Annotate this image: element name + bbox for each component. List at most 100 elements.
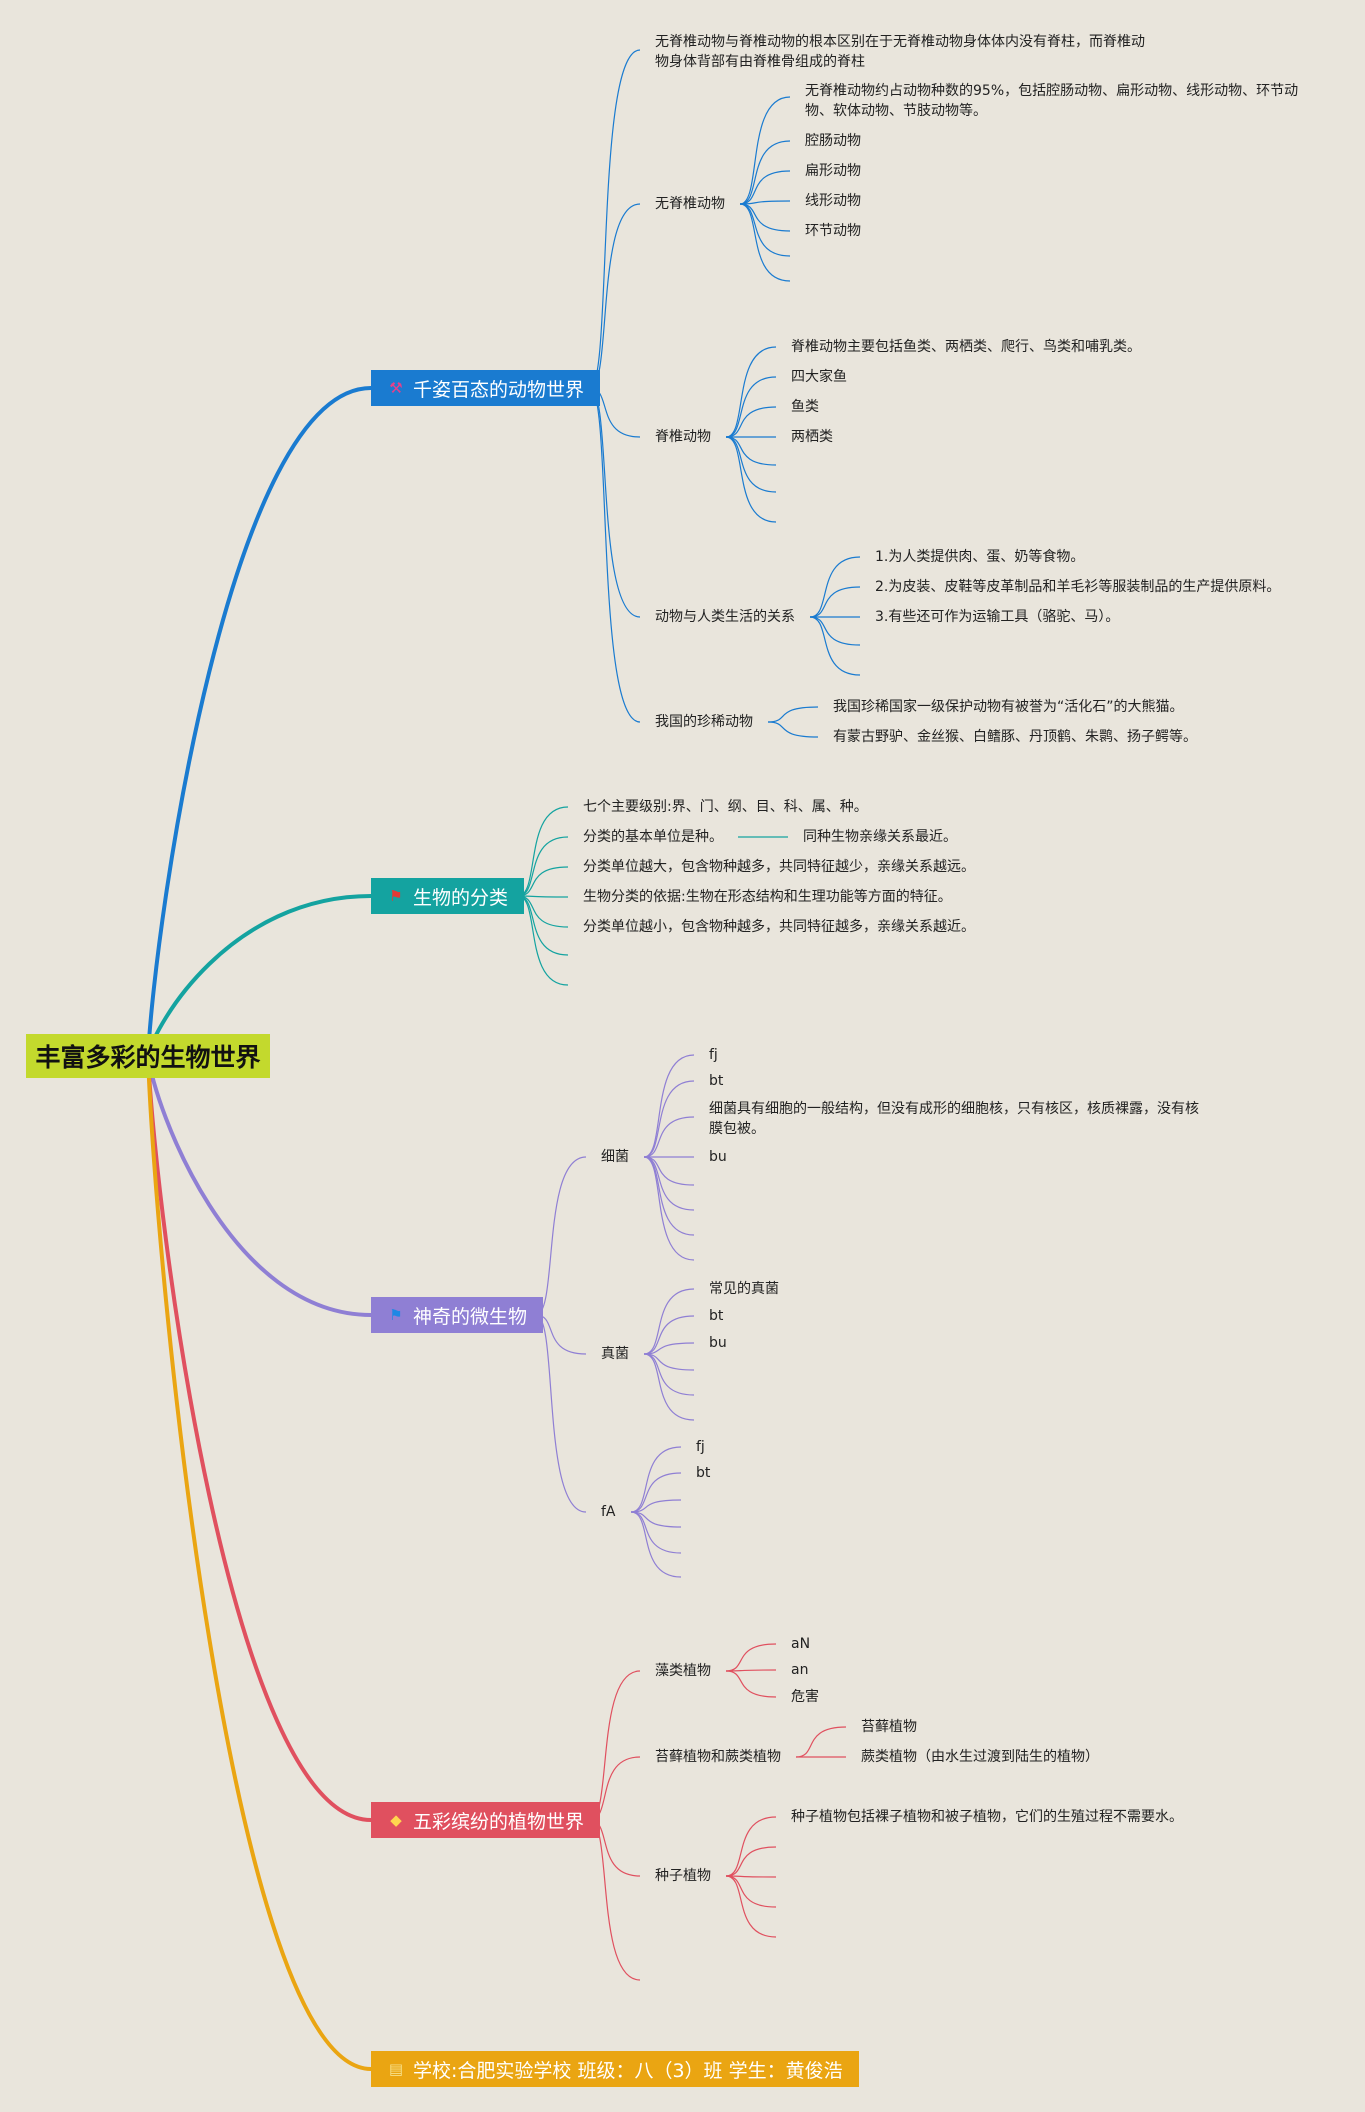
algae-item-1: an xyxy=(791,1662,809,1678)
fa-item-0: fj xyxy=(696,1439,705,1455)
root-to-microbes xyxy=(146,1055,372,1317)
bacteria-link-2 xyxy=(643,1116,695,1158)
bacteria-link-6 xyxy=(643,1156,695,1236)
fungi-item-1: bt xyxy=(709,1308,724,1324)
invertebrates-label[interactable]: 无脊椎动物 xyxy=(655,196,725,212)
human-relation-label[interactable]: 动物与人类生活的关系 xyxy=(655,609,795,625)
note-icon: ▤ xyxy=(388,2060,404,2078)
microbe-link-0 xyxy=(535,1156,587,1316)
branch-microbes[interactable]: ⚑ 神奇的微生物 xyxy=(371,1297,544,1333)
invert-link-0 xyxy=(739,96,791,205)
class-link-1 xyxy=(517,836,569,897)
root-node[interactable]: 丰富多彩的生物世界 xyxy=(26,1034,270,1078)
root-title: 丰富多彩的生物世界 xyxy=(35,1043,261,1072)
seed-link-1 xyxy=(725,1846,777,1877)
moss-fern-item-0: 苔藓植物 xyxy=(861,1719,917,1735)
vert-link-6 xyxy=(725,436,777,523)
seed-link-3 xyxy=(725,1875,777,1908)
rare-link-1 xyxy=(767,721,819,738)
fungi-label[interactable]: 真菌 xyxy=(601,1346,629,1362)
class-link-5 xyxy=(517,895,569,956)
flag-icon: ⚑ xyxy=(389,1306,403,1324)
branch-animals-title: 千姿百态的动物世界 xyxy=(413,378,585,401)
fungi-link-1 xyxy=(643,1315,695,1355)
algae-link-1 xyxy=(725,1669,777,1672)
animals-link-0 xyxy=(589,49,641,389)
invertebrates-item-2: 扁形动物 xyxy=(805,163,861,179)
invertebrates-item-0: 无脊椎动物约占动物种数的95%，包括腔肠动物、扁形动物、线形动物、环节动物、软体… xyxy=(805,83,1299,119)
bacteria-link-0 xyxy=(643,1054,695,1158)
animals-link-3 xyxy=(589,387,641,618)
vert-link-1 xyxy=(725,376,777,438)
human-relation-item-1: 2.为皮装、皮鞋等皮革制品和羊毛衫等服装制品的生产提供原料。 xyxy=(875,579,1281,595)
seed-link-0 xyxy=(725,1816,777,1877)
fa-link-1 xyxy=(630,1472,682,1513)
bacteria-item-0: fj xyxy=(709,1047,718,1063)
invert-link-6 xyxy=(739,203,791,282)
human-relation-item-2: 3.有些还可作为运输工具（骆驼、马）。 xyxy=(875,609,1120,625)
seed-item-0: 种子植物包括裸子植物和被子植物，它们的生殖过程不需要水。 xyxy=(791,1809,1183,1825)
branch-plants-title: 五彩缤纷的植物世界 xyxy=(413,1810,585,1833)
bacteria-item-3: bu xyxy=(709,1149,727,1165)
human-link-4 xyxy=(809,616,861,676)
invertebrates-item-3: 线形动物 xyxy=(805,193,861,209)
fa-link-3 xyxy=(630,1511,682,1528)
fungi-link-4 xyxy=(643,1353,695,1396)
seed-link-4 xyxy=(725,1875,777,1938)
invertebrates-item-1: 腔肠动物 xyxy=(805,133,861,149)
plants-link-0 xyxy=(589,1670,641,1821)
fungi-link-2 xyxy=(643,1342,695,1355)
moss-fern-label[interactable]: 苔藓植物和蕨类植物 xyxy=(655,1749,781,1765)
seed-link-2 xyxy=(725,1875,777,1878)
branch-animals[interactable]: ⚒ 千姿百态的动物世界 xyxy=(371,370,601,406)
fungi-link-3 xyxy=(643,1353,695,1371)
root-to-plants xyxy=(146,1055,372,1822)
classification-species-note: 同种生物亲缘关系最近。 xyxy=(803,829,957,845)
plants-link-3 xyxy=(589,1819,641,1981)
human-link-1 xyxy=(809,586,861,618)
seed-label[interactable]: 种子植物 xyxy=(655,1868,711,1884)
fungi-item-0: 常见的真菌 xyxy=(709,1281,779,1297)
animals-link-1 xyxy=(589,203,641,389)
moss-fern-item-1: 蕨类植物（由水生过渡到陆生的植物） xyxy=(861,1749,1099,1765)
algae-label[interactable]: 藻类植物 xyxy=(655,1663,711,1679)
bacteria-link-5 xyxy=(643,1156,695,1211)
classification-item-2: 分类单位越大，包含物种越多，共同特征越少，亲缘关系越远。 xyxy=(583,859,975,875)
gem-icon: ◆ xyxy=(390,1811,402,1829)
branch-classification[interactable]: ⚑ 生物的分类 xyxy=(371,878,525,914)
human-link-0 xyxy=(809,556,861,618)
vertebrates-label[interactable]: 脊椎动物 xyxy=(655,429,711,445)
vert-link-4 xyxy=(725,436,777,466)
rare-item-0: 我国珍稀国家一级保护动物有被誉为“活化石”的大熊猫。 xyxy=(833,699,1184,715)
flag-icon: ⚑ xyxy=(389,887,403,905)
invert-link-1 xyxy=(739,140,791,205)
classification-item-0: 七个主要级别:界、门、纲、目、科、属、种。 xyxy=(583,799,868,815)
algae-link-2 xyxy=(725,1670,777,1698)
root-to-classification xyxy=(146,894,372,1057)
bacteria-link-7 xyxy=(643,1156,695,1261)
tools-icon: ⚒ xyxy=(389,379,403,397)
vert-link-0 xyxy=(725,346,777,438)
fa-link-2 xyxy=(630,1499,682,1513)
fa-link-4 xyxy=(630,1511,682,1554)
fa-label[interactable]: fA xyxy=(601,1504,616,1520)
rare-label[interactable]: 我国的珍稀动物 xyxy=(655,714,753,730)
vertebrates-item-0: 脊椎动物主要包括鱼类、两栖类、爬行、鸟类和哺乳类。 xyxy=(791,339,1141,355)
bacteria-item-2: 细菌具有细胞的一般结构，但没有成形的细胞核，只有核区，核质裸露，没有核膜包被。 xyxy=(709,1101,1199,1137)
animals-intro: 无脊椎动物与脊椎动物的根本区别在于无脊椎动物身体体内没有脊柱，而脊椎动物身体背部… xyxy=(655,34,1145,70)
vertebrates-item-1: 四大家鱼 xyxy=(791,369,847,385)
microbe-link-1 xyxy=(535,1314,587,1355)
bacteria-label[interactable]: 细菌 xyxy=(601,1149,629,1165)
invert-link-2 xyxy=(739,170,791,205)
class-link-0 xyxy=(517,806,569,897)
branch-footer[interactable]: ▤ 学校:合肥实验学校 班级：八（3）班 学生：黄俊浩 xyxy=(371,2051,859,2087)
algae-item-2: 危害 xyxy=(791,1689,819,1705)
fungi-link-5 xyxy=(643,1353,695,1421)
invert-link-3 xyxy=(739,200,791,205)
fa-item-1: bt xyxy=(696,1465,711,1481)
branch-plants[interactable]: ◆ 五彩缤纷的植物世界 xyxy=(371,1802,601,1838)
fa-link-5 xyxy=(630,1511,682,1578)
microbe-link-2 xyxy=(535,1314,587,1513)
invert-link-4 xyxy=(739,203,791,232)
